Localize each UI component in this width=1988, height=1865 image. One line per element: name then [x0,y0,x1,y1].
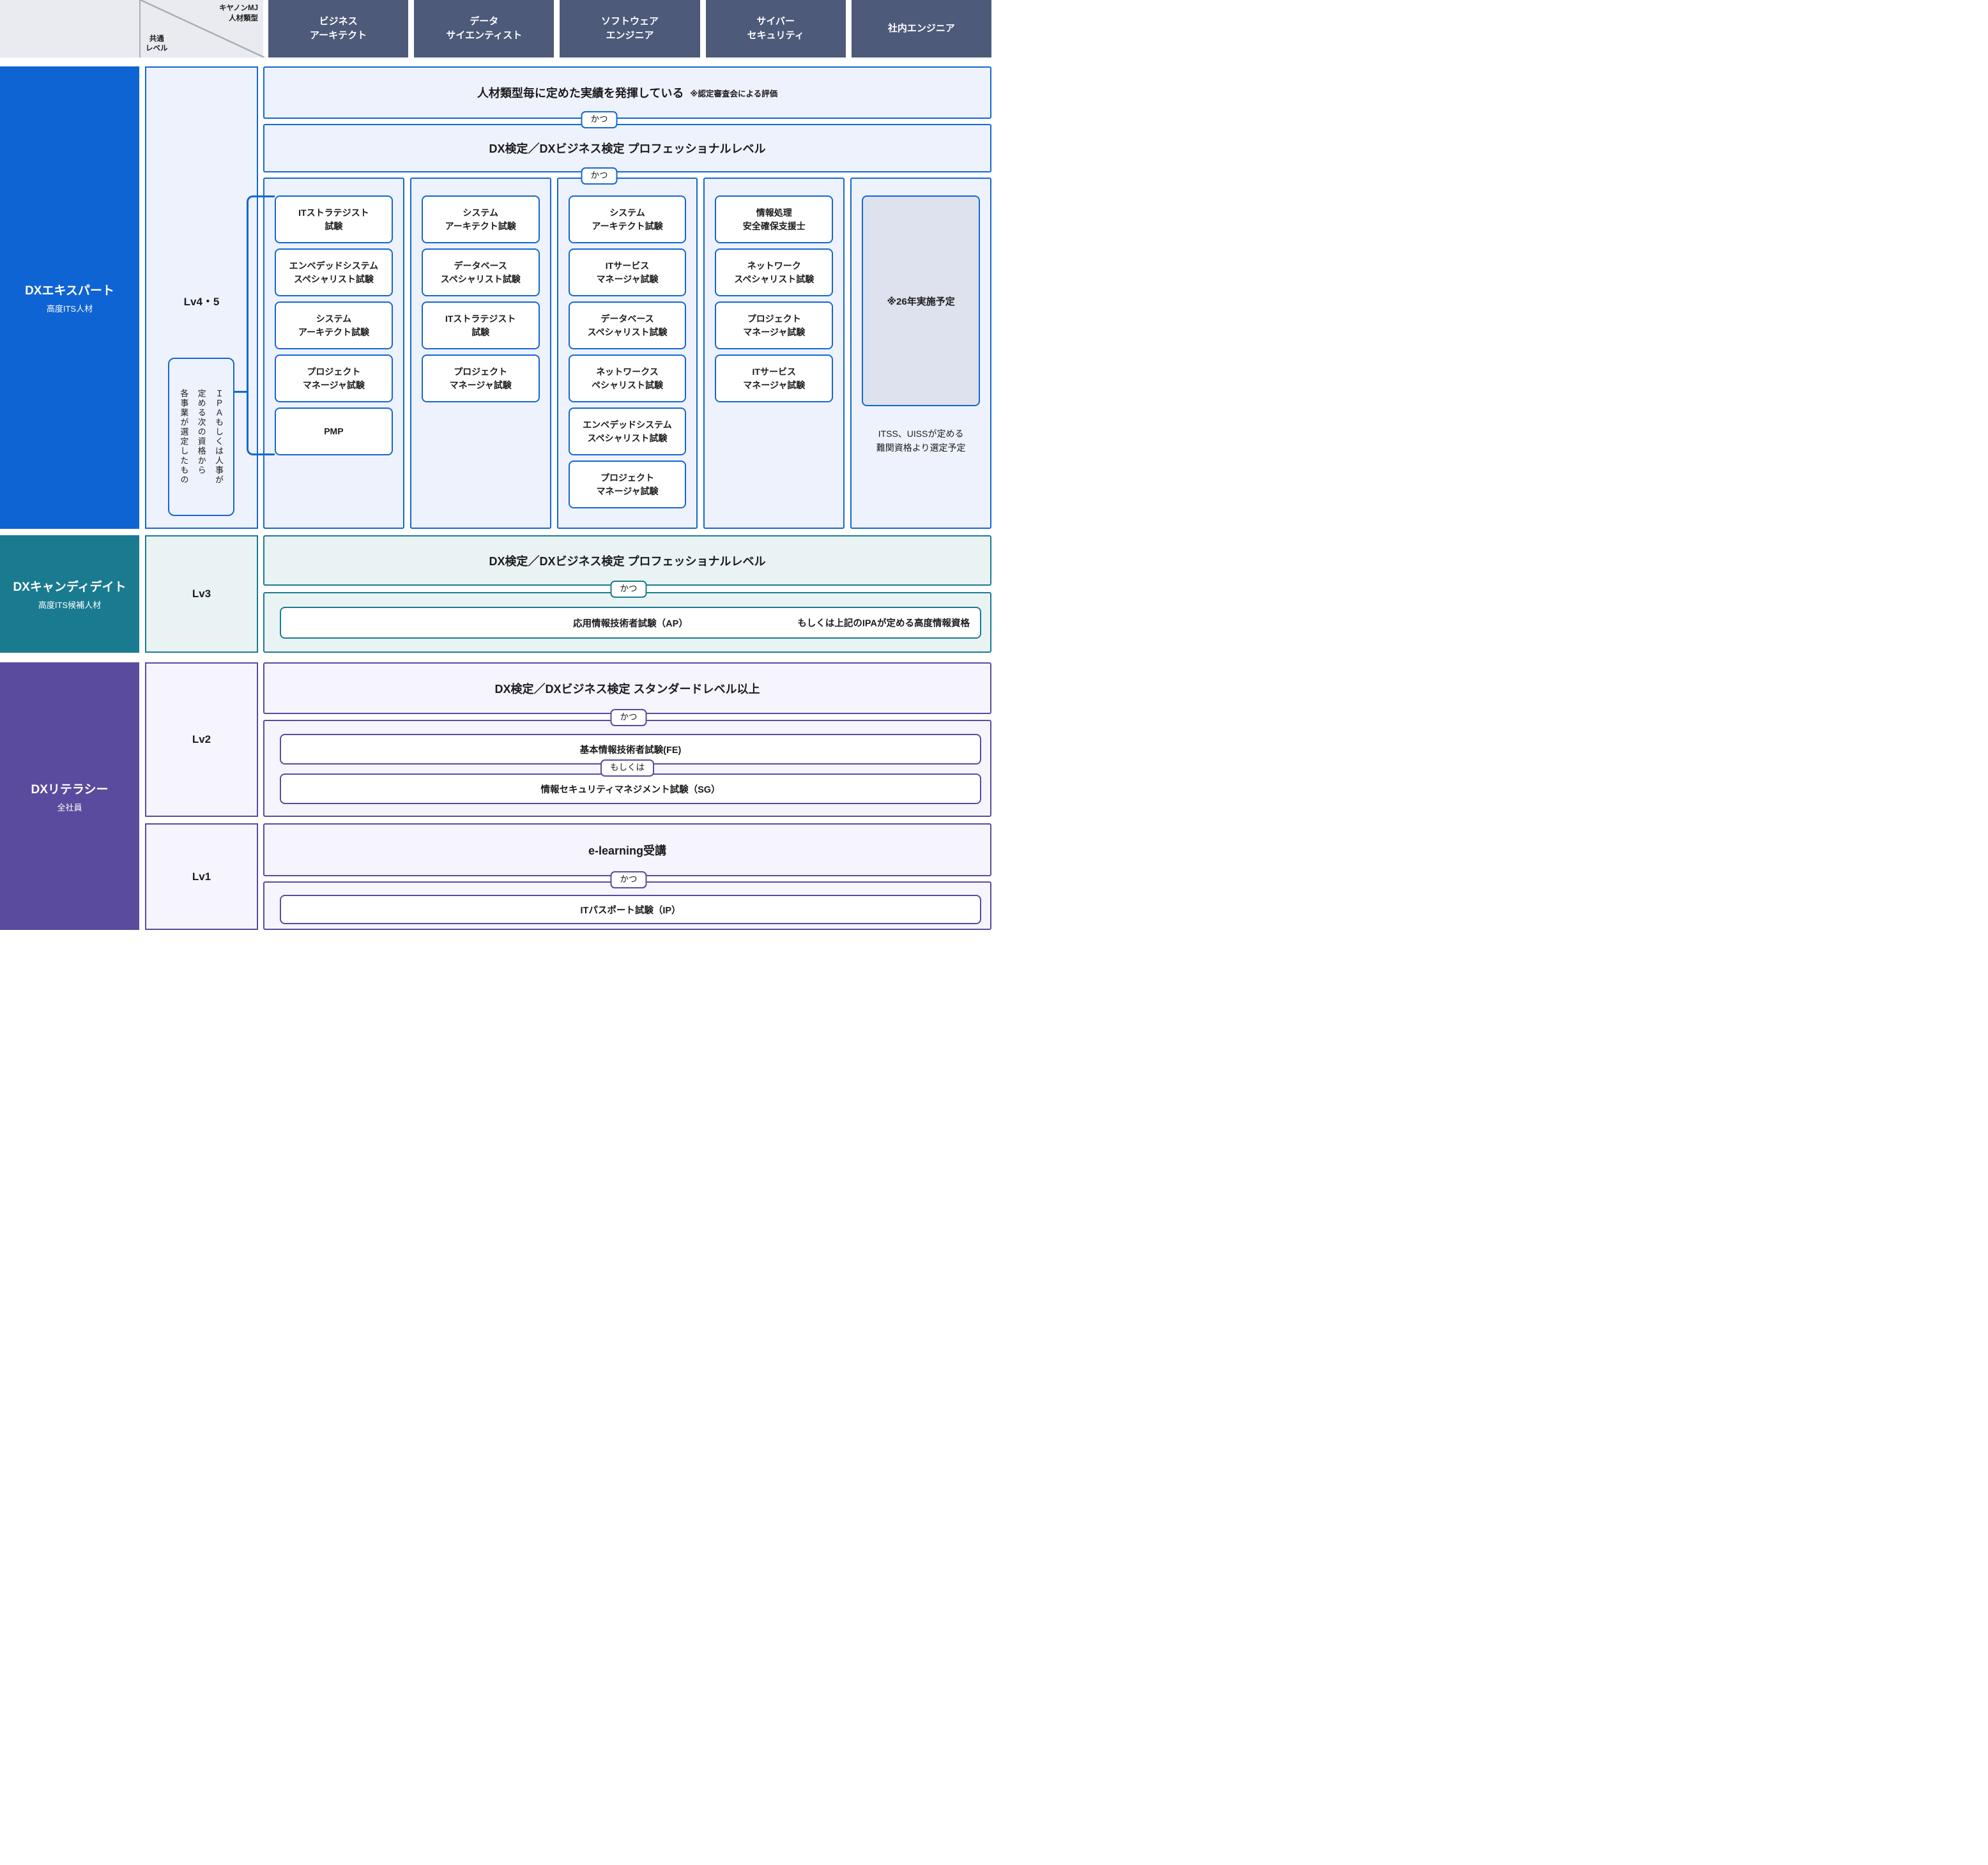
planned-2026-placeholder-box: ※26年実施予定 [862,195,980,406]
literacy-lv1-content: e-learning受講 かつ ITパスポート試験（IP） [263,823,991,930]
header-columns: ビジネス アーキテクト データ サイエンティスト ソフトウェア エンジニア サイ… [268,0,991,57]
cert-box: ネットワーク スペシャリスト試験 [715,248,834,296]
cert-column-internal-engineer: ※26年実施予定 ITSS、UISSが定める 難関資格より選定予定 [850,178,991,529]
literacy-lv2-content: DX検定／DXビジネス検定 スタンダードレベル以上 かつ 基本情報技術者試験(F… [263,662,991,817]
cert-column-business-architect: ITストラテジスト 試験 エンベデッドシステム スペシャリスト試験 システム ア… [263,178,404,529]
cert-box: ITストラテジスト 試験 [421,301,540,349]
lv1-exam-container: ITパスポート試験（IP） [263,881,991,930]
candidate-exam-container: 応用情報技術者試験（AP） もしくは上記のIPAが定める高度情報資格 [263,592,991,653]
ipa-note-bracket [247,195,275,455]
cert-box: プロジェクト マネージャ試験 [275,354,393,402]
and-connector-badge: かつ [610,581,647,598]
diagonal-divider-line [141,0,264,57]
cert-box: ネットワークス ペシャリスト試験 [568,354,687,402]
and-connector-badge: かつ [581,111,618,128]
corner-diagonal-cell: キヤノンMJ 人材類型 共通 レベル [139,0,264,57]
expert-content: 人材類型毎に定めた実績を発揮している ※認定審査会による評価 かつ DX検定／D… [263,66,991,529]
cert-box: システム アーキテクト試験 [421,195,540,243]
header-col-business-architect: ビジネス アーキテクト [268,0,409,57]
cert-box: プロジェクト マネージャ試験 [568,461,687,508]
dx-candidate-subtitle: 高度ITS候補人材 [38,600,102,610]
exam-ip-box: ITパスポート試験（IP） [280,895,981,924]
lv1-elearning-box: e-learning受講 [263,823,991,876]
candidate-exam-box: 応用情報技術者試験（AP） もしくは上記のIPAが定める高度情報資格 [280,607,981,639]
cert-box: エンベデッドシステム スペシャリスト試験 [275,248,393,296]
cert-column-data-scientist: システム アーキテクト試験 データベース スペシャリスト試験 ITストラテジスト… [409,178,551,529]
header-col-software-engineer: ソフトウェア エンジニア [560,0,700,57]
expert-dx-exam-box: DX検定／DXビジネス検定 プロフェッショナルレベル [263,124,991,172]
candidate-dx-exam-box: DX検定／DXビジネス検定 プロフェッショナルレベル [263,535,991,586]
header-col-internal-engineer: 社内エンジニア [851,0,991,57]
level-label-lv3: Lv3 [192,588,211,600]
candidate-dx-exam-text: DX検定／DXビジネス検定 プロフェッショナルレベル [489,554,766,568]
and-connector-badge: かつ [581,167,618,185]
expert-achievement-box: 人材類型毎に定めた実績を発揮している ※認定審査会による評価 [263,66,991,119]
cert-box: システム アーキテクト試験 [568,195,687,243]
level-label-lv2: Lv2 [192,733,211,745]
level-cell-lv1: Lv1 [145,823,258,930]
row-label-dx-literacy: DXリテラシー 全社員 [0,662,139,930]
and-connector-badge: かつ [610,709,647,726]
ipa-note-connector-line [233,391,248,393]
row-label-dx-expert: DXエキスパート 高度ITS人材 [0,66,139,529]
lv1-elearning-text: e-learning受講 [588,844,667,857]
cert-column-cyber-security: 情報処理 安全確保支援士 ネットワーク スペシャリスト試験 プロジェクト マネー… [703,178,845,529]
cert-box: ITストラテジスト 試験 [275,195,393,243]
level-cell-lv3: Lv3 [145,535,258,653]
exam-sg-box: 情報セキュリティマネジメント試験（SG） [280,773,981,804]
lv2-exam-container: 基本情報技術者試験(FE) もしくは 情報セキュリティマネジメント試験（SG） [263,720,991,817]
corner-label-personnel-type: キヤノンMJ 人材類型 [218,4,258,22]
itss-uiss-caption: ITSS、UISSが定める 難関資格より選定予定 [876,429,966,453]
exam-ipa-alt-text: もしくは上記のIPAが定める高度情報資格 [797,618,970,629]
ipa-selection-note: ＩＰＡもしくは人事が 定める次の資格から 各事業が選定したもの [168,358,234,516]
cert-box: データベース スペシャリスト試験 [421,248,540,296]
lv2-dx-exam-text: DX検定／DXビジネス検定 スタンダードレベル以上 [494,682,760,696]
level-cell-lv4-5: Lv4・5 [145,66,258,529]
expert-achievement-text: 人材類型毎に定めた実績を発揮している [477,87,684,100]
dx-literacy-title: DXリテラシー [31,782,109,796]
cert-box: ITサービス マネージャ試験 [568,248,687,296]
dx-candidate-title: DXキャンディデイト [13,581,126,594]
lv2-dx-exam-box: DX検定／DXビジネス検定 スタンダードレベル以上 [263,662,991,714]
level-label-lv1: Lv1 [192,870,211,883]
dx-expert-title: DXエキスパート [25,284,114,298]
expert-dx-exam-text: DX検定／DXビジネス検定 プロフェッショナルレベル [489,142,766,155]
cert-box: 情報処理 安全確保支援士 [715,195,834,243]
cert-box: エンベデッドシステム スペシャリスト試験 [568,407,687,455]
and-connector-badge: かつ [610,871,647,888]
dx-expert-subtitle: 高度ITS人材 [46,304,93,314]
cert-box: PMP [275,407,393,455]
cert-box: システム アーキテクト試験 [275,301,393,349]
header-col-data-scientist: データ サイエンティスト [414,0,554,57]
header-col-cyber-security: サイバー セキュリティ [705,0,846,57]
expert-achievement-note: ※認定審査会による評価 [690,89,778,98]
cert-box: ITサービス マネージャ試験 [715,354,834,402]
corner-label-common-level: 共通 レベル [146,34,168,53]
or-connector-badge: もしくは [600,759,654,777]
header-corner: キヤノンMJ 人材類型 共通 レベル [0,0,264,57]
dx-skill-framework-chart: キヤノンMJ 人材類型 共通 レベル ビジネス アーキテクト データ サイエンテ… [0,0,994,933]
exam-ap-text: 応用情報技術者試験（AP） [573,618,688,629]
cert-column-software-engineer: システム アーキテクト試験 ITサービス マネージャ試験 データベース スペシャ… [556,178,698,529]
candidate-content: DX検定／DXビジネス検定 プロフェッショナルレベル かつ 応用情報技術者試験（… [263,535,991,653]
level-label-lv4-5: Lv4・5 [183,296,220,308]
dx-literacy-subtitle: 全社員 [57,802,82,812]
cert-box: プロジェクト マネージャ試験 [421,354,540,402]
cert-box: プロジェクト マネージャ試験 [715,301,834,349]
expert-cert-columns: ITストラテジスト 試験 エンベデッドシステム スペシャリスト試験 システム ア… [263,178,991,529]
level-cell-lv2: Lv2 [145,662,258,817]
cert-box: データベース スペシャリスト試験 [568,301,687,349]
row-label-dx-candidate: DXキャンディデイト 高度ITS候補人材 [0,535,139,653]
